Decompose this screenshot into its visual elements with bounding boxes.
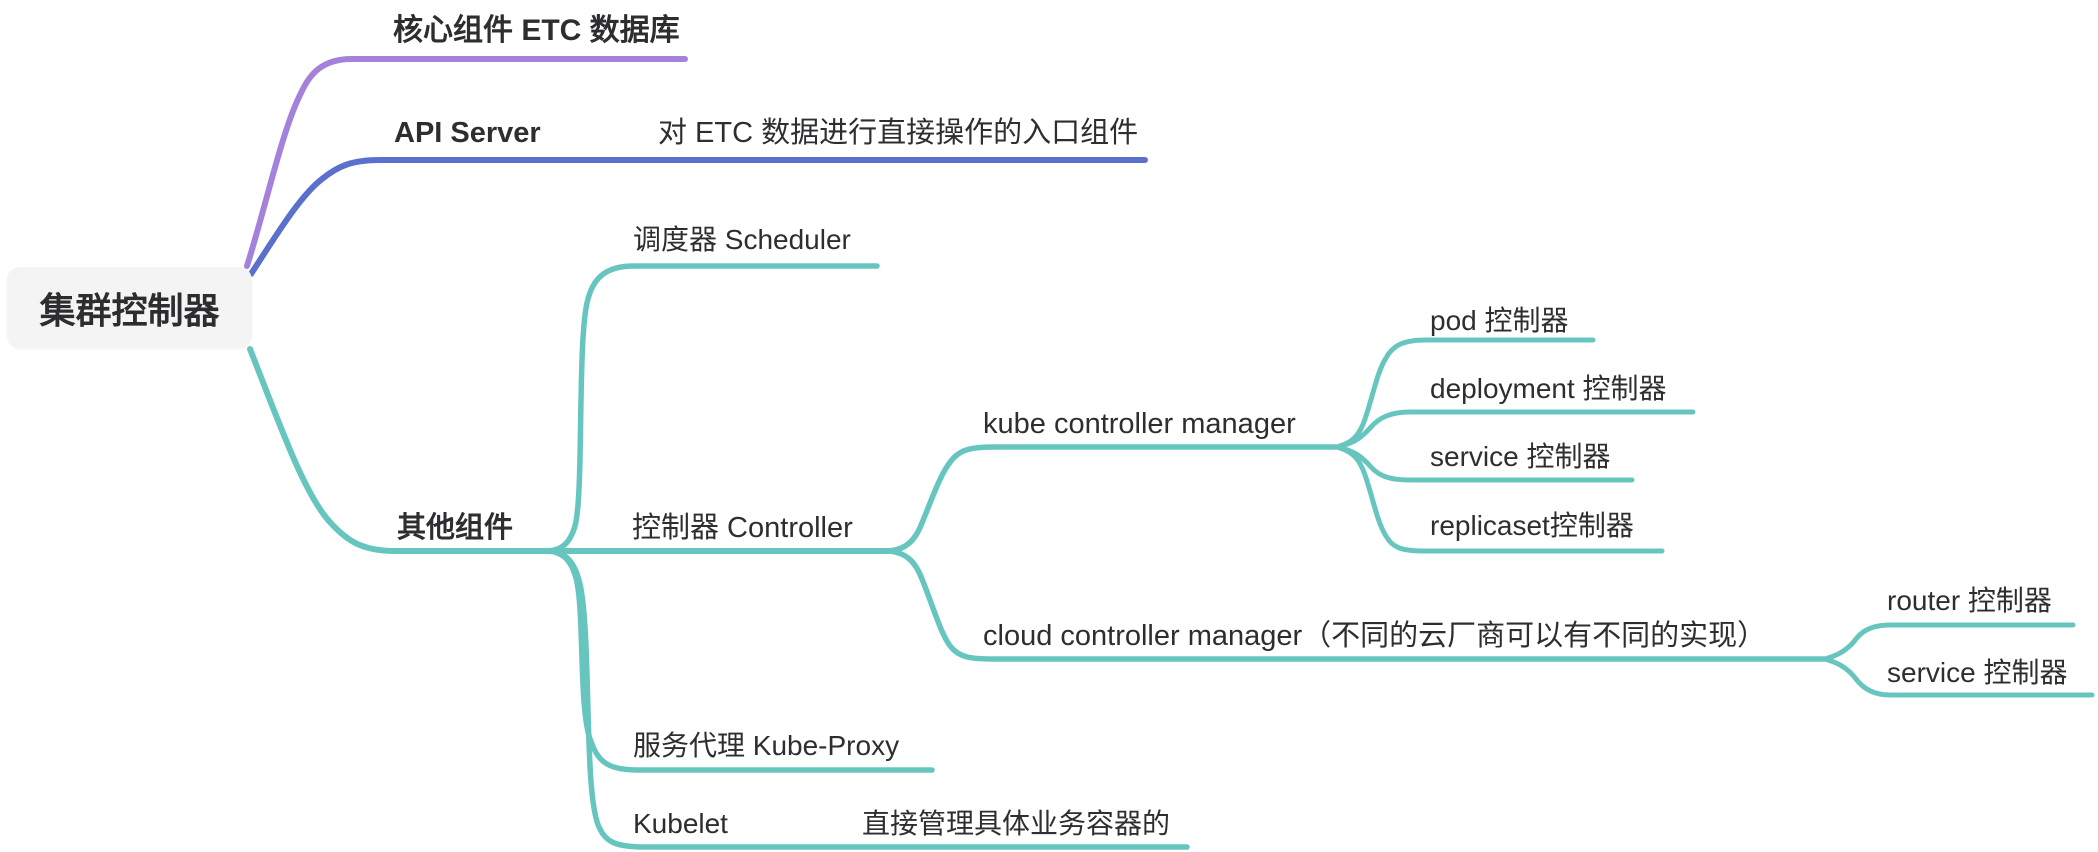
node-controller[interactable]: 控制器 Controller <box>632 512 853 544</box>
branch-line-ccm-service-controller <box>1825 657 2095 698</box>
node-kube-proxy[interactable]: 服务代理 Kube-Proxy <box>633 730 900 761</box>
node-service-controller[interactable]: service 控制器 <box>1430 441 1611 472</box>
node-replicaset-controller[interactable]: replicaset控制器 <box>1430 510 1634 541</box>
node-router-controller[interactable]: router 控制器 <box>1887 585 2052 616</box>
node-kube-controller-manager[interactable]: kube controller manager <box>983 408 1296 440</box>
root-node-cluster-controller[interactable]: 集群控制器 <box>7 267 252 348</box>
node-etc-database[interactable]: 核心组件 ETC 数据库 <box>393 14 680 47</box>
node-others[interactable]: 其他组件 <box>397 512 514 544</box>
note-api-server[interactable]: 对 ETC 数据进行直接操作的入口组件 <box>658 117 1139 149</box>
branch-line-cloud-controller-manager <box>887 548 1831 662</box>
branch-line-kube-controller-manager <box>887 444 1343 554</box>
node-cloud-controller-manager[interactable]: cloud controller manager（不同的云厂商可以有不同的实现） <box>983 620 1767 652</box>
node-pod-controller[interactable]: pod 控制器 <box>1430 305 1569 336</box>
node-api-server[interactable]: API Server <box>394 117 541 149</box>
branch-line-deployment-controller <box>1337 409 1696 449</box>
node-ccm-service-controller[interactable]: service 控制器 <box>1887 657 2068 688</box>
branch-line-replicaset-controller <box>1337 445 1665 554</box>
branch-line-scheduler <box>545 263 880 554</box>
branch-line-api-server <box>248 157 1148 277</box>
branch-line-etc-database <box>244 56 688 269</box>
branch-line-kubelet <box>548 548 1190 850</box>
note-kubelet[interactable]: 直接管理具体业务容器的 <box>862 808 1171 839</box>
branch-line-router-controller <box>1825 622 2076 661</box>
branch-line-pod-controller <box>1337 337 1596 449</box>
node-scheduler[interactable]: 调度器 Scheduler <box>633 224 851 255</box>
node-deployment-controller[interactable]: deployment 控制器 <box>1430 373 1667 404</box>
branch-line-others <box>247 346 551 554</box>
node-kubelet[interactable]: Kubelet <box>633 808 728 839</box>
